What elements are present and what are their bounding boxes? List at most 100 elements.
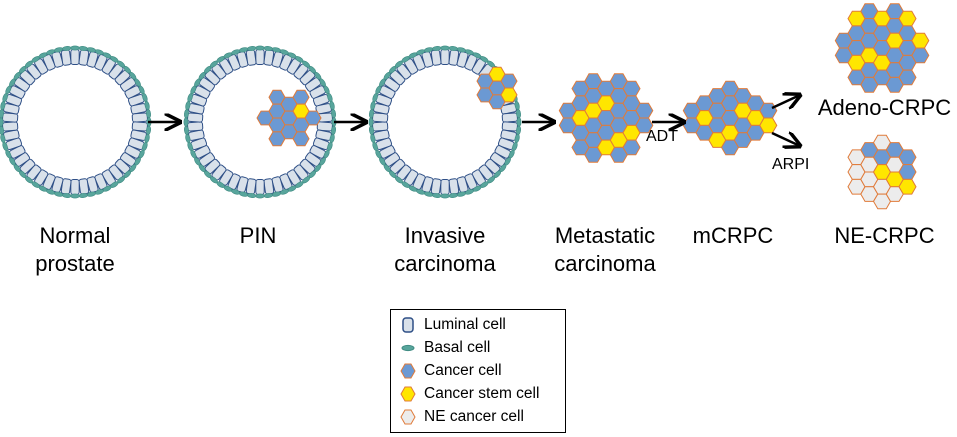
cancer-cell: [500, 73, 518, 89]
luminal-cell: [501, 112, 518, 123]
cancer-cell: [759, 102, 778, 119]
stage-label-mcrpc: mCRPC: [678, 222, 788, 250]
cluster-invasive: [476, 66, 518, 110]
stage-label-line: Metastatic: [554, 223, 656, 248]
cancer-stem-cell: [898, 178, 917, 195]
legend-label: Luminal cell: [424, 316, 506, 333]
cancer-cell: [911, 47, 930, 64]
basal-cell: [440, 45, 450, 51]
stage-label-line: carcinoma: [394, 251, 496, 276]
basal-cell: [432, 46, 442, 51]
luminal-cell: [372, 121, 389, 132]
outcome-label-ne-crpc: NE-CRPC: [834, 223, 935, 248]
cluster-mcrpc: [682, 80, 778, 156]
cancer-stem-cell-icon: [400, 386, 416, 402]
basal-cell: [70, 45, 80, 51]
luminal-cell: [430, 49, 442, 66]
luminal-cell: [255, 179, 265, 195]
luminal-cell: [131, 112, 148, 123]
legend-item-cancer-stem-cell: Cancer stem cell: [399, 384, 539, 404]
luminal-cell: [60, 49, 72, 66]
outcome-label-adeno-crpc: Adeno-CRPC: [817, 95, 952, 120]
arrow-to-ne-crpc: [771, 133, 800, 146]
basal-cell: [62, 46, 72, 51]
luminal-cell: [448, 178, 460, 195]
cancer-stem-cell: [898, 10, 917, 27]
ne-cancer-cell-icon: [400, 409, 416, 425]
stage-label-pin: PIN: [208, 222, 308, 250]
basal-cell: [440, 193, 450, 199]
cancer-cell: [898, 164, 917, 180]
basal-cell: [62, 193, 72, 198]
basal-cell: [263, 46, 273, 51]
basal-cell: [432, 193, 442, 198]
luminal-cell: [245, 49, 257, 66]
gland-pin: [183, 45, 337, 199]
basal-cell: [183, 117, 189, 127]
legend-label: Basal cell: [424, 339, 491, 356]
luminal-cell: [263, 178, 275, 195]
cancer-cell: [292, 89, 310, 105]
gland-normal-prostate: [0, 45, 152, 199]
treatment-label-arpi: ARPI: [772, 156, 810, 173]
cancer-cell: [304, 110, 322, 126]
basal-cell: [448, 193, 458, 198]
basal-cell: [368, 117, 374, 127]
luminal-cell: [440, 49, 450, 65]
luminal-cell: [440, 179, 450, 195]
cancer-cell: [898, 149, 917, 166]
stage-label-line: Invasive: [404, 223, 486, 248]
cancer-cell: [622, 80, 641, 97]
legend-label: Cancer stem cell: [424, 385, 540, 402]
cancer-cell: [635, 102, 654, 119]
luminal-cell: [187, 121, 204, 132]
basal-cell: [0, 117, 4, 127]
basal-cell: [263, 193, 273, 198]
stage-label-metastatic-carcinoma: Metastatic carcinoma: [540, 222, 670, 278]
legend: Luminal cell Basal cell Cancer cell Canc…: [390, 309, 566, 433]
legend-item-ne-cancer-cell: NE cancer cell: [399, 407, 524, 427]
luminal-cell: [70, 49, 80, 65]
treatment-label-adt: ADT: [646, 128, 678, 145]
stage-label-invasive-carcinoma: Invasive carcinoma: [380, 222, 510, 278]
gland-invasive-carcinoma: [368, 45, 522, 199]
stage-label-line: carcinoma: [554, 251, 656, 276]
stage-label-normal-prostate: Normal prostate: [10, 222, 140, 278]
cluster-metastatic: [558, 73, 654, 163]
cancer-cell: [292, 131, 310, 147]
basal-cell: [255, 45, 265, 51]
luminal-cell-icon: [402, 317, 414, 333]
cluster-adeno-crpc: [834, 3, 930, 93]
legend-item-luminal-cell: Luminal cell: [399, 315, 506, 335]
basal-cell: [448, 46, 458, 51]
cancer-cell-icon: [400, 363, 416, 379]
stage-label-line: mCRPC: [692, 223, 774, 248]
legend-item-cancer-cell: Cancer cell: [399, 361, 502, 381]
luminal-cell: [255, 49, 265, 65]
cancer-cell: [635, 117, 654, 134]
cancer-stem-cell: [759, 117, 778, 134]
stage-label-line: PIN: [239, 223, 277, 248]
luminal-cell: [70, 179, 80, 195]
arrow-to-adeno-crpc: [771, 95, 800, 108]
legend-label: Cancer cell: [424, 362, 502, 379]
basal-cell: [516, 117, 522, 127]
stage-label-line: Normal: [39, 223, 111, 248]
cancer-stem-cell: [911, 32, 930, 49]
basal-cell: [78, 46, 88, 51]
luminal-cell: [78, 178, 90, 195]
basal-cell: [78, 193, 88, 198]
cancer-cell: [898, 69, 917, 86]
cluster-pin: [256, 89, 322, 147]
cancer-stem-cell: [500, 87, 518, 103]
basal-cell-icon: [401, 344, 415, 352]
basal-cell: [247, 193, 257, 198]
cluster-ne-crpc: [847, 134, 917, 210]
basal-cell: [255, 193, 265, 199]
legend-item-basal-cell: Basal cell: [399, 338, 490, 358]
legend-label: NE cancer cell: [424, 408, 524, 425]
basal-cell: [70, 193, 80, 199]
stage-label-line: prostate: [35, 251, 115, 276]
cancer-cell: [622, 139, 641, 156]
